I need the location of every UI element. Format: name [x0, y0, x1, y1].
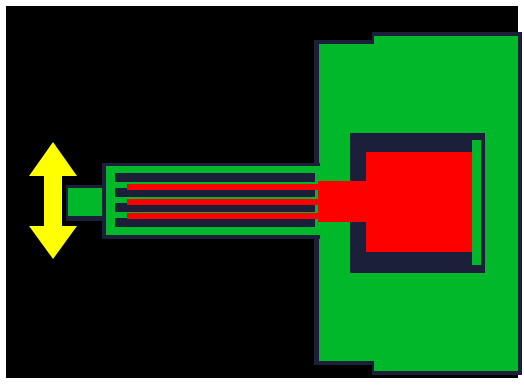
red-finger-1: [127, 184, 320, 190]
shuttle-stub: [68, 188, 108, 216]
comb-slot-1: [115, 173, 315, 182]
cavity-green-lip: [472, 140, 481, 265]
double-headed-vertical-arrow-icon: [29, 142, 77, 259]
proof-mass-neck: [318, 181, 370, 222]
red-finger-3: [127, 213, 320, 219]
proof-mass: [366, 152, 472, 252]
comb-slot-2: [115, 188, 315, 197]
comb-slot-4: [115, 218, 315, 227]
red-finger-2: [127, 199, 320, 205]
comb-slot-3: [115, 203, 315, 212]
